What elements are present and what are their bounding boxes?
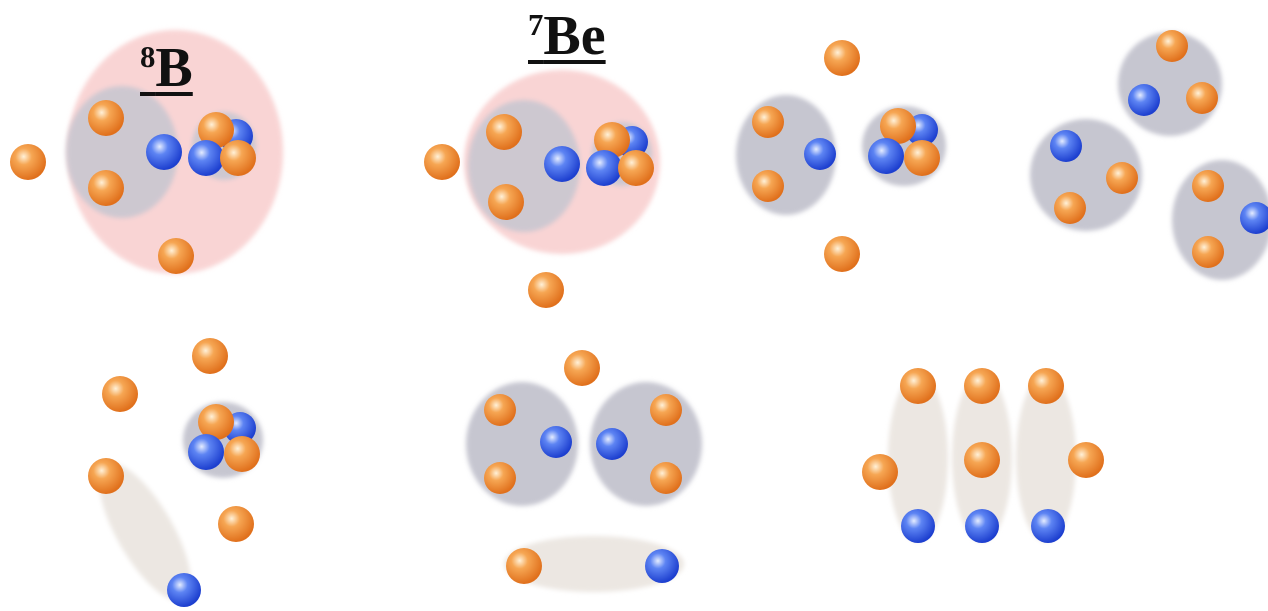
neutron [146,134,182,170]
proton [824,40,860,76]
be7-symbol: Be [543,5,605,67]
b8-label: 8B [140,40,193,96]
neutron [965,509,999,543]
proton [1186,82,1218,114]
proton [900,368,936,404]
proton [564,350,600,386]
neutron [804,138,836,170]
neutron [868,138,904,174]
neutron [1050,130,1082,162]
proton [220,140,256,176]
proton [88,170,124,206]
proton [484,394,516,426]
proton [862,454,898,490]
proton [1192,170,1224,202]
be7-mass-number: 7 [528,8,543,42]
be7-label: 7Be [528,8,606,64]
proton [904,140,940,176]
neutron [1128,84,1160,116]
neutron [167,573,201,607]
neutron [901,509,935,543]
proton [486,114,522,150]
proton [10,144,46,180]
proton [218,506,254,542]
proton [1192,236,1224,268]
b8-symbol: B [155,37,192,99]
proton [1028,368,1064,404]
proton [506,548,542,584]
proton [88,458,124,494]
proton [224,436,260,472]
neutron [544,146,580,182]
proton [1068,442,1104,478]
proton [1106,162,1138,194]
neutron [188,434,224,470]
neutron [645,549,679,583]
proton [1156,30,1188,62]
proton [752,170,784,202]
neutron [540,426,572,458]
proton [650,462,682,494]
proton [528,272,564,308]
neutron [596,428,628,460]
proton [1054,192,1086,224]
proton [158,238,194,274]
neutron [586,150,622,186]
neutron [188,140,224,176]
proton [484,462,516,494]
proton [424,144,460,180]
proton [488,184,524,220]
proton [88,100,124,136]
proton [618,150,654,186]
neutron [1031,509,1065,543]
proton [650,394,682,426]
proton [192,338,228,374]
proton [964,442,1000,478]
proton [752,106,784,138]
proton [824,236,860,272]
proton [964,368,1000,404]
proton [102,376,138,412]
b8-mass-number: 8 [140,40,155,74]
